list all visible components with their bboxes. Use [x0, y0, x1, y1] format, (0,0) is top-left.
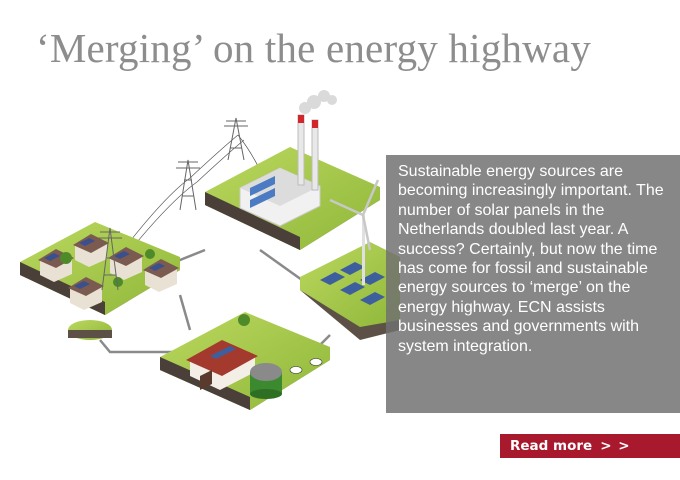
houses-puzzle-piece — [20, 222, 180, 340]
house — [68, 277, 104, 310]
smoke — [299, 90, 337, 114]
chimney — [311, 119, 319, 191]
info-text: Sustainable energy sources are becoming … — [398, 163, 664, 355]
biogas-tank — [250, 363, 282, 399]
power-plant-puzzle-piece — [205, 90, 380, 250]
solar-panels — [320, 262, 385, 305]
tree — [60, 252, 72, 264]
power-pylon — [98, 117, 248, 291]
chimney — [297, 114, 305, 186]
house — [108, 247, 144, 280]
farm — [186, 340, 258, 390]
chevron-right-icon: > > — [600, 438, 631, 454]
cow — [289, 358, 323, 374]
wind-turbine — [329, 179, 380, 285]
info-panel: Sustainable energy sources are becoming … — [386, 155, 680, 413]
tree — [238, 314, 250, 326]
tree — [113, 277, 123, 287]
power-plant — [239, 90, 337, 227]
read-more-button[interactable]: Read more > > — [500, 434, 680, 458]
house — [143, 259, 179, 292]
farm-puzzle-piece — [160, 312, 330, 410]
energy-landscape-illustration — [20, 90, 400, 410]
read-more-label: Read more — [510, 438, 593, 454]
solar-field-puzzle-piece — [300, 242, 400, 340]
house — [73, 234, 109, 267]
tree — [145, 249, 155, 259]
page-title: ‘Merging’ on the energy highway — [36, 25, 592, 71]
